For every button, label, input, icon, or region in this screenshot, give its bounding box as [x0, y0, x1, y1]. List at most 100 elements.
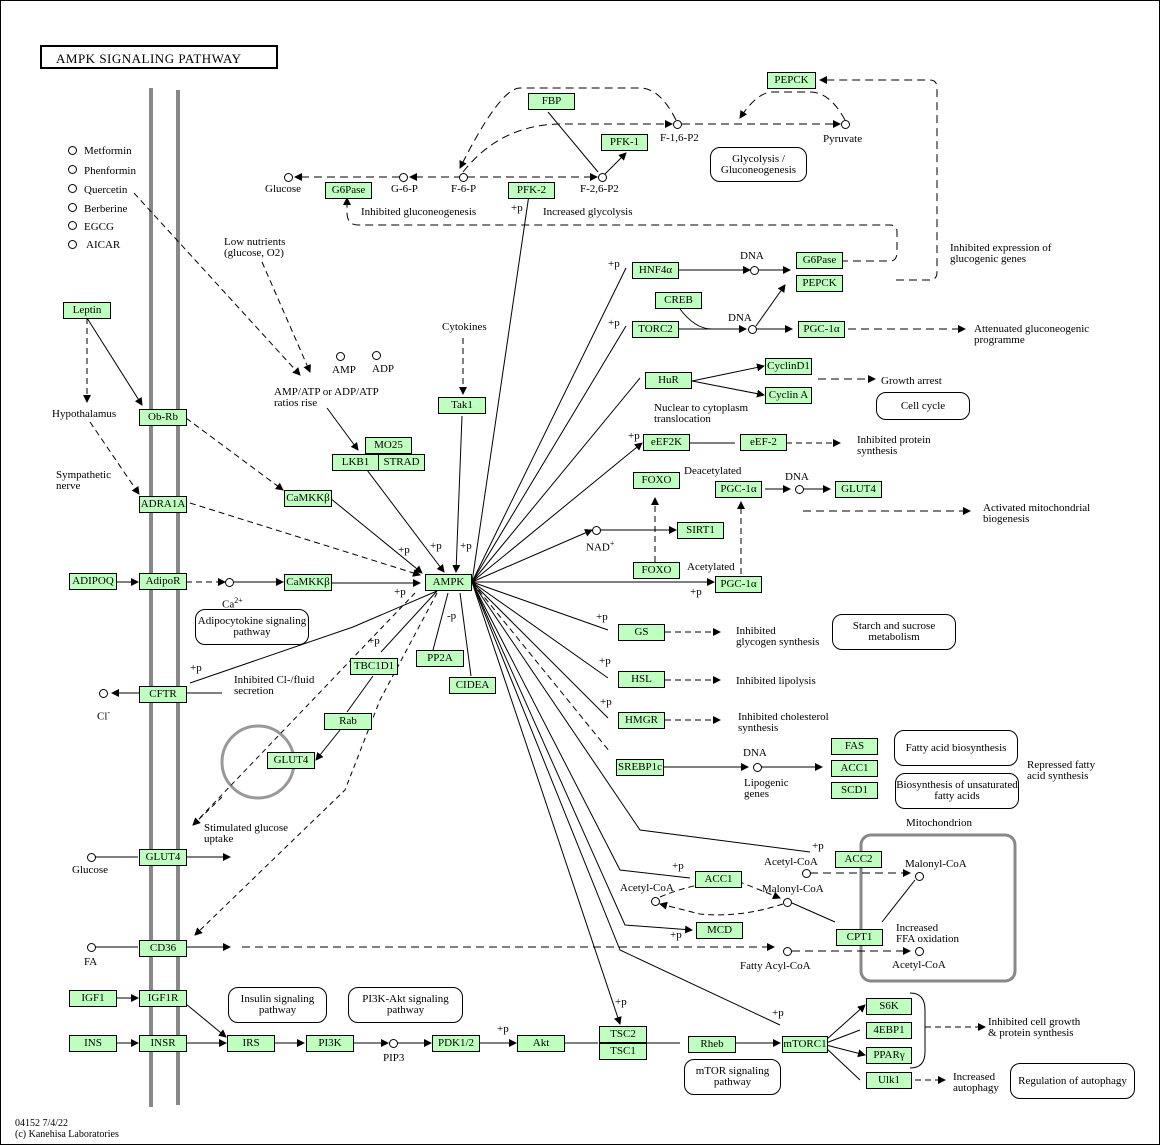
gene-adipor[interactable]: AdipoR: [139, 573, 187, 590]
compound-calcium[interactable]: [225, 578, 234, 587]
gene-eef2[interactable]: eEF-2: [740, 434, 787, 451]
drug-label[interactable]: AICAR: [86, 239, 121, 251]
gene-camkkb[interactable]: CaMKKβ: [284, 574, 332, 591]
gene-hur[interactable]: HuR: [645, 372, 692, 389]
gene-cyclind1[interactable]: CyclinD1: [765, 358, 812, 375]
gene-pfk1[interactable]: PFK-1: [601, 134, 648, 151]
compound-chloride[interactable]: [99, 689, 108, 698]
compound-marker[interactable]: [68, 184, 77, 193]
map-cell-cycle[interactable]: Cell cycle: [876, 392, 970, 420]
gene-glut4[interactable]: GLUT4: [139, 849, 187, 866]
gene-tsc1[interactable]: TSC1: [599, 1043, 647, 1060]
gene-hsl[interactable]: HSL: [618, 671, 665, 688]
gene-eef2k[interactable]: eEF2K: [643, 434, 690, 451]
compound-glucose[interactable]: [87, 853, 96, 862]
gene-cftr[interactable]: CFTR: [139, 686, 187, 703]
gene-camkkb[interactable]: CaMKKβ: [284, 490, 332, 507]
compound-dna[interactable]: [750, 266, 759, 275]
gene-ppary[interactable]: PPARγ: [866, 1047, 912, 1064]
gene-rab[interactable]: Rab: [324, 713, 372, 730]
gene-foxo[interactable]: FOXO: [633, 472, 680, 489]
map-mtor-signaling[interactable]: mTOR signaling pathway: [684, 1059, 781, 1095]
gene-lkb1[interactable]: LKB1: [332, 454, 379, 471]
gene-s6k[interactable]: S6K: [866, 998, 912, 1015]
map-adipocytokine[interactable]: Adipocytokine signaling pathway: [195, 609, 309, 645]
compound-pip3[interactable]: [389, 1039, 398, 1048]
gene-insr[interactable]: INSR: [139, 1035, 187, 1052]
gene-gs[interactable]: GS: [618, 624, 665, 641]
gene-mcd[interactable]: MCD: [696, 922, 743, 939]
compound-marker[interactable]: [68, 221, 77, 230]
gene-strad[interactable]: STRAD: [378, 454, 425, 471]
gene-hmgr[interactable]: HMGR: [618, 712, 665, 729]
drug-label[interactable]: Phenformin: [84, 165, 136, 177]
compound-malonyl-coa[interactable]: [915, 872, 924, 881]
compound-g6p[interactable]: [399, 173, 408, 182]
drug-label[interactable]: Berberine: [84, 203, 128, 215]
compound-f26p2[interactable]: [598, 173, 607, 182]
gene-pp2a[interactable]: PP2A: [416, 650, 464, 667]
gene-torc2[interactable]: TORC2: [632, 321, 679, 338]
gene-mo25[interactable]: MO25: [365, 437, 412, 454]
gene-pdk12[interactable]: PDK1/2: [432, 1035, 480, 1052]
gene-adra1a[interactable]: ADRA1A: [139, 496, 187, 513]
gene-creb[interactable]: CREB: [655, 292, 702, 309]
map-fatty-acid-biosynthesis[interactable]: Fatty acid biosynthesis: [894, 730, 1018, 766]
map-glycolysis[interactable]: Glycolysis / Gluconeogenesis: [710, 147, 807, 182]
gene-ulk1[interactable]: Ulk1: [866, 1072, 912, 1089]
gene-sirt1[interactable]: SIRT1: [677, 522, 724, 539]
gene-acc1[interactable]: ACC1: [831, 760, 878, 777]
gene-igf1[interactable]: IGF1: [69, 990, 117, 1007]
compound-nad[interactable]: [592, 526, 601, 535]
compound-marker[interactable]: [68, 203, 77, 212]
gene-cyclina[interactable]: Cyclin A: [765, 387, 812, 404]
compound-adp[interactable]: [372, 351, 381, 360]
compound-pyruvate[interactable]: [841, 120, 850, 129]
compound-acetyl-coa[interactable]: [802, 869, 811, 878]
gene-adipoq[interactable]: ADIPOQ: [69, 573, 117, 590]
drug-label[interactable]: EGCG: [84, 221, 114, 233]
compound-marker[interactable]: [68, 146, 77, 155]
gene-akt[interactable]: Akt: [517, 1035, 565, 1052]
compound-glucose[interactable]: [284, 173, 293, 182]
gene-cidea[interactable]: CIDEA: [449, 677, 496, 694]
compound-acetyl-coa[interactable]: [915, 947, 924, 956]
compound-dna[interactable]: [748, 325, 757, 334]
gene-pfk2[interactable]: PFK-2: [508, 182, 555, 199]
gene-srebp1c[interactable]: SREBP1c: [616, 759, 664, 776]
map-insulin-signaling[interactable]: Insulin signaling pathway: [228, 987, 327, 1023]
gene-pi3k[interactable]: PI3K: [306, 1035, 354, 1052]
compound-amp[interactable]: [336, 352, 345, 361]
gene-irs[interactable]: IRS: [227, 1035, 275, 1052]
map-unsaturated-fatty-acids[interactable]: Biosynthesis of unsaturated fatty acids: [895, 773, 1019, 809]
compound-dna[interactable]: [795, 485, 804, 494]
gene-acc2[interactable]: ACC2: [835, 851, 882, 868]
gene-pepck[interactable]: PEPCK: [796, 275, 843, 292]
gene-igf1r[interactable]: IGF1R: [139, 990, 187, 1007]
compound-malonyl-coa[interactable]: [783, 898, 792, 907]
map-starch-sucrose[interactable]: Starch and sucrose metabolism: [832, 614, 956, 650]
gene-foxo[interactable]: FOXO: [633, 562, 680, 579]
gene-rheb[interactable]: Rheb: [688, 1036, 736, 1053]
gene-ob-rb[interactable]: Ob-Rb: [139, 409, 187, 426]
gene-cpt1[interactable]: CPT1: [836, 929, 883, 946]
gene-glut4[interactable]: GLUT4: [267, 752, 315, 769]
gene-hnf4a[interactable]: HNF4α: [632, 262, 679, 279]
gene-pepck[interactable]: PEPCK: [767, 72, 816, 89]
gene-mtorc1[interactable]: mTORC1: [782, 1036, 828, 1053]
gene-g6pase[interactable]: G6Pase: [796, 252, 843, 269]
gene-ins[interactable]: INS: [69, 1035, 117, 1052]
gene-fbp[interactable]: FBP: [528, 93, 575, 110]
compound-fatty-acyl-coa[interactable]: [783, 947, 792, 956]
map-pi3k-akt-signaling[interactable]: PI3K-Akt signaling pathway: [348, 987, 463, 1023]
gene-4ebp1[interactable]: 4EBP1: [866, 1022, 912, 1039]
gene-ampk[interactable]: AMPK: [425, 574, 472, 591]
drug-label[interactable]: Metformin: [84, 145, 132, 157]
gene-fas[interactable]: FAS: [831, 738, 878, 755]
gene-scd1[interactable]: SCD1: [831, 782, 878, 799]
compound-fa[interactable]: [87, 943, 96, 952]
gene-acc1[interactable]: ACC1: [695, 871, 742, 888]
gene-tbc1d1[interactable]: TBC1D1: [350, 658, 398, 675]
compound-marker[interactable]: [68, 240, 77, 249]
compound-f6p[interactable]: [459, 173, 468, 182]
